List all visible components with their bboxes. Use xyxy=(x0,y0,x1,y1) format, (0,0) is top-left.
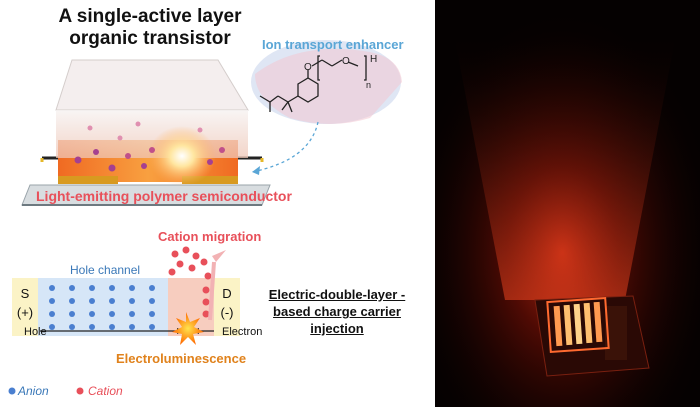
molecule-atom-h: H xyxy=(370,54,377,65)
molecule-atom-o2: O xyxy=(342,56,350,67)
cation-migration-arrow xyxy=(212,250,226,262)
cation-legend-label: Cation xyxy=(84,384,123,398)
hole-label: Hole xyxy=(24,326,47,338)
drain-label: D (-) xyxy=(216,284,238,322)
molecule-subscript-n: n xyxy=(366,80,371,90)
encapsulation-box xyxy=(56,60,248,110)
anion-legend-label: Anion xyxy=(14,384,49,398)
emission-glow xyxy=(148,126,216,186)
cation-migration-label: Cation migration xyxy=(158,229,261,244)
device-substrate-photo xyxy=(535,296,649,376)
electroluminescence-label: Electroluminescence xyxy=(116,351,246,366)
enhancer-arrow xyxy=(252,122,318,172)
device-emission-photo xyxy=(435,0,700,407)
cation-legend-dot xyxy=(77,388,84,395)
hole-channel-label: Hole channel xyxy=(70,263,140,277)
hole-channel-region xyxy=(38,278,168,336)
semiconductor-label: Light-emitting polymer semiconductor xyxy=(36,188,292,204)
molecule-atom-o1: O xyxy=(304,62,312,73)
edl-injection-label: Electric-double-layer -based charge carr… xyxy=(254,286,420,337)
source-label: S (+) xyxy=(14,284,36,322)
ion-transport-enhancer-label: Ion transport enhancer xyxy=(262,37,404,52)
